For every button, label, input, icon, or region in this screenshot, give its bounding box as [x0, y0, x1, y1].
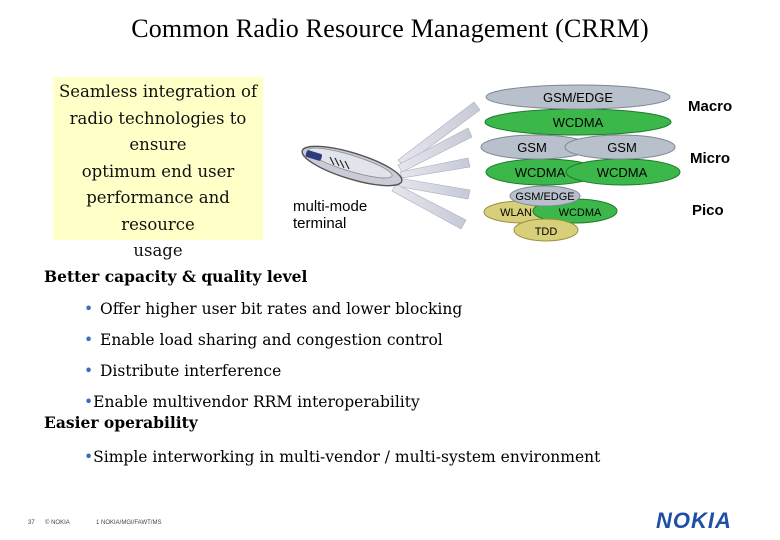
- pico-cell-layer: GSM/EDGE WLAN WCDMA TDD: [483, 185, 618, 242]
- layer-label-pico: Pico: [692, 202, 724, 219]
- pico-wcdma-label: WCDMA: [559, 207, 602, 219]
- micro-cell-layer: GSM GSM WCDMA WCDMA: [480, 134, 681, 186]
- bullet-dot: •: [84, 448, 94, 466]
- bullet-text: Offer higher user bit rates and lower bl…: [100, 300, 463, 318]
- footer-page-number: 37: [28, 520, 35, 526]
- macro-cell-gsm-edge: [485, 84, 671, 110]
- macro-cell-layer: GSM/EDGE WCDMA: [484, 84, 672, 136]
- nokia-logo: NOKIA: [656, 508, 732, 533]
- terminal-label-line: terminal: [293, 215, 347, 232]
- bullet-text: Distribute interference: [100, 362, 282, 380]
- footer-copyright: © NOKIA: [45, 520, 70, 526]
- micro-wcdma-right-label: WCDMA: [597, 165, 648, 180]
- bullet-item: • Offer higher user bit rates and lower b…: [44, 294, 744, 325]
- macro-cell-gsm-edge-label: GSM/EDGE: [543, 90, 613, 105]
- bullet-item: •Enable multivendor RRM interoperability: [44, 387, 744, 418]
- bullet-dot: •: [84, 393, 94, 411]
- terminal-label: multi-mode terminal: [293, 198, 367, 232]
- bullet-text: Simple interworking in multi-vendor / mu…: [93, 448, 601, 466]
- terminal-label-line: multi-mode: [293, 198, 368, 215]
- footer-doc-id: 1 NOKIA/MGI/FAWT/MS: [96, 520, 162, 526]
- note-line: usage: [133, 241, 183, 260]
- pico-tdd-label: TDD: [535, 226, 558, 238]
- macro-cell-wcdma-label: WCDMA: [553, 115, 604, 130]
- micro-wcdma-left-label: WCDMA: [515, 165, 566, 180]
- bullet-item: •Simple interworking in multi-vendor / m…: [44, 442, 744, 473]
- bullet-list: Better capacity & quality level • Offer h…: [44, 266, 744, 473]
- bullet-item: • Enable load sharing and congestion cont…: [44, 325, 744, 356]
- slide-title: Common Radio Resource Management (CRRM): [131, 14, 649, 43]
- note-box: Seamless integration of radio technologi…: [53, 77, 263, 260]
- bullet-text: Enable multivendor RRM interoperability: [93, 393, 420, 411]
- pico-cell-gsm-edge: [509, 185, 581, 207]
- micro-gsm-left-label: GSM: [517, 140, 547, 155]
- pico-wlan-label: WLAN: [500, 207, 532, 219]
- pico-gsm-edge-label: GSM/EDGE: [515, 191, 574, 203]
- layer-label-macro: Macro: [688, 98, 733, 115]
- note-line: optimum end user: [81, 161, 235, 181]
- note-line: radio technologies to ensure: [69, 108, 247, 155]
- layer-label-micro: Micro: [690, 150, 731, 167]
- section-heading: Better capacity & quality level: [44, 267, 308, 286]
- bullet-text: Enable load sharing and congestion contr…: [100, 331, 443, 349]
- micro-cell-gsm-right: [564, 134, 676, 160]
- bullet-item: • Distribute interference: [44, 356, 744, 387]
- signal-rays: [391, 101, 481, 230]
- section-heading: Easier operability: [44, 413, 198, 432]
- note-line: performance and resource: [86, 188, 230, 234]
- micro-gsm-right-label: GSM: [607, 140, 637, 155]
- crrm-diagram: GSM/EDGE WCDMA GSM GSM WCDMA WCDMA GSM/E…: [301, 84, 681, 242]
- phone-icon: [301, 145, 403, 187]
- bullet-dot: •: [84, 300, 94, 318]
- pico-cell-tdd: [513, 218, 579, 242]
- bullet-dot: •: [84, 362, 94, 380]
- bullet-dot: •: [84, 331, 94, 349]
- note-line: Seamless integration of: [58, 82, 258, 101]
